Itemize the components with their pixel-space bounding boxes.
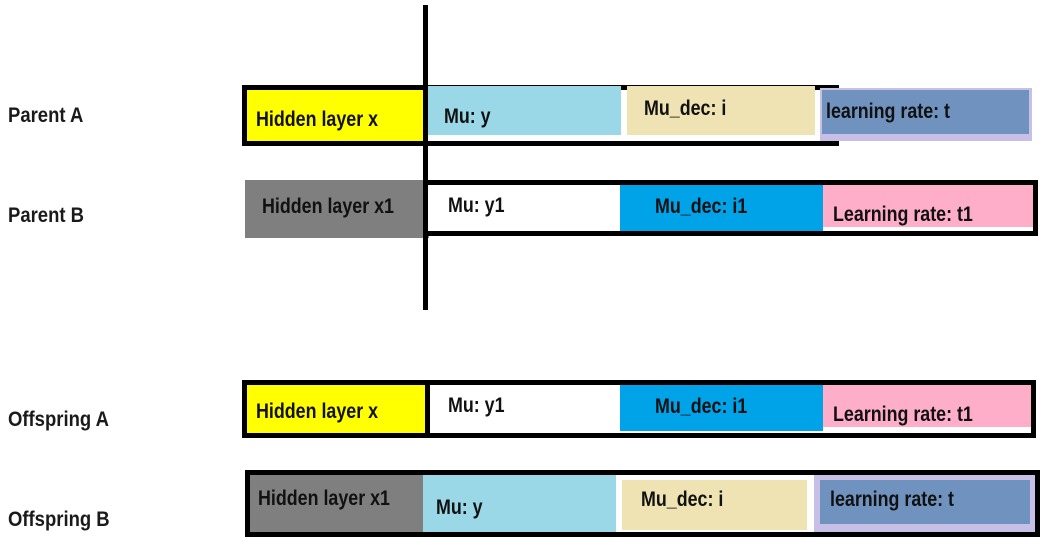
crossover-point-line bbox=[423, 5, 428, 310]
row-label-offspring-a: Offspring A bbox=[8, 408, 109, 431]
gene-hidden-layer-text: Hidden layer x bbox=[256, 108, 379, 131]
gene-mu-dec-text: Mu_dec: i bbox=[644, 97, 727, 120]
gene-learning-rate bbox=[823, 185, 1033, 227]
row-label-parent-a: Parent A bbox=[8, 104, 84, 127]
gene-hidden-layer-text: Hidden layer x bbox=[256, 400, 379, 423]
gene-divider bbox=[425, 380, 430, 438]
gene-mu-text: Mu: y bbox=[444, 105, 491, 128]
gene-hidden-layer bbox=[247, 385, 425, 433]
gene-hidden-layer bbox=[245, 180, 429, 238]
gene-learning-rate-text: learning rate: t bbox=[826, 100, 950, 123]
gene-mu bbox=[430, 385, 620, 431]
gene-mu-text: Mu: y1 bbox=[448, 194, 505, 217]
gene-hidden-layer bbox=[250, 475, 423, 532]
gene-mu-dec-text: Mu_dec: i1 bbox=[655, 395, 748, 418]
gene-learning-rate bbox=[820, 480, 1030, 524]
gene-mu-dec-text: Mu_dec: i bbox=[641, 488, 724, 511]
gene-learning-rate bbox=[823, 385, 1031, 427]
gene-mu bbox=[425, 86, 621, 135]
row-label-offspring-b: Offspring B bbox=[8, 508, 110, 531]
gene-mu bbox=[426, 185, 620, 231]
gene-mu-dec bbox=[622, 480, 807, 530]
gene-mu-dec bbox=[620, 185, 823, 231]
gene-mu-dec bbox=[620, 385, 823, 431]
gene-learning-rate-text: Learning rate: t1 bbox=[833, 403, 973, 426]
gene-hidden-layer-text: Hidden layer x1 bbox=[262, 195, 394, 218]
gene-mu-dec-text: Mu_dec: i1 bbox=[655, 195, 748, 218]
row-label-parent-b: Parent B bbox=[8, 204, 84, 227]
gene-mu-dec bbox=[627, 86, 815, 135]
gene-learning-rate-text: learning rate: t bbox=[830, 488, 954, 511]
gene-mu bbox=[423, 475, 616, 532]
chromosome-frame bbox=[425, 180, 1038, 236]
gene-mu-text: Mu: y bbox=[436, 496, 483, 519]
gene-learning-rate bbox=[822, 90, 1029, 134]
chromosome-frame bbox=[242, 380, 1036, 438]
gene-hidden-layer bbox=[247, 90, 425, 141]
gene-hidden-layer-text: Hidden layer x1 bbox=[258, 487, 390, 510]
chromosome-frame bbox=[245, 470, 1040, 537]
gene-mu-text: Mu: y1 bbox=[448, 394, 505, 417]
gene-learning-rate-text: Learning rate: t1 bbox=[833, 203, 973, 226]
